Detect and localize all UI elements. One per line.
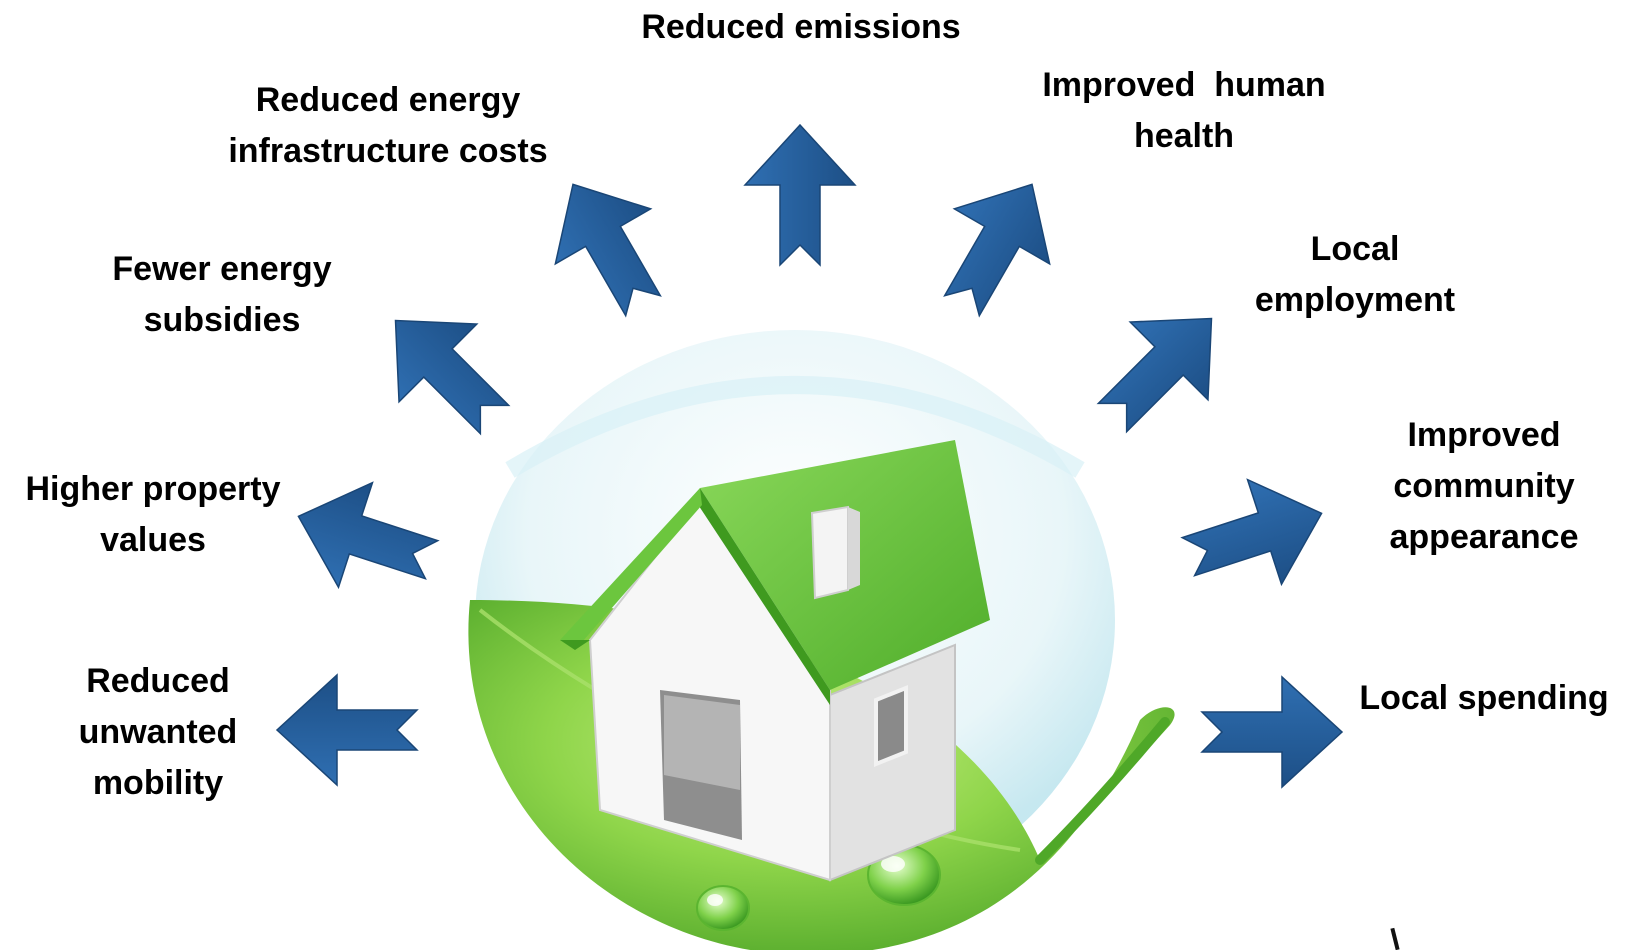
arrow-icon (743, 123, 857, 267)
arrow-icon (943, 183, 1051, 318)
benefit-label-fewer-energy-subsidies: Fewer energy subsidies (112, 244, 331, 346)
label-line: values (100, 521, 206, 559)
label-line: Reduced (86, 662, 230, 700)
benefit-label-local-employment: Local employment (1255, 224, 1455, 326)
benefit-label-higher-property-values: Higher property values (25, 464, 280, 566)
label-line: Fewer energy (112, 250, 332, 288)
label-line: Local (1310, 230, 1400, 268)
benefit-label-improved-human-health: Improved human health (1042, 60, 1325, 162)
label-line: infrastructure costs (228, 132, 548, 170)
arrow-icon (297, 481, 440, 590)
arrow-icon (1200, 675, 1344, 789)
benefit-label-local-spending: Local spending (1359, 673, 1608, 724)
label-line: Reduced energy (255, 81, 521, 119)
benefit-label-reduced-infrastructure-costs: Reduced energy infrastructure costs (228, 75, 547, 177)
label-line: employment (1254, 281, 1456, 319)
label-line: appearance (1389, 518, 1579, 556)
benefit-label-reduced-emissions: Reduced emissions (641, 2, 960, 53)
label-line: community (1393, 467, 1575, 505)
water-droplet-icon (696, 885, 750, 931)
arrow-icon (554, 183, 662, 318)
label-line: subsidies (143, 301, 301, 339)
label-line: Local spending (1359, 679, 1609, 717)
house-icon (560, 440, 990, 882)
label-line: unwanted (78, 713, 238, 751)
arrow-icon (394, 319, 511, 436)
label-line: Improved human (1042, 66, 1326, 104)
label-line: health (1133, 117, 1235, 155)
label-line: Reduced emissions (641, 8, 961, 46)
benefit-label-reduced-unwanted-mobility: Reduced unwanted mobility (79, 656, 238, 809)
label-line: mobility (92, 764, 224, 802)
arrow-icon (1096, 317, 1213, 434)
label-line: Improved (1407, 416, 1561, 454)
arrow-icon (1180, 478, 1323, 587)
label-line: Higher property (25, 470, 281, 508)
benefit-label-improved-community-appearance: Improved community appearance (1390, 410, 1579, 563)
arrow-icon (275, 673, 419, 787)
